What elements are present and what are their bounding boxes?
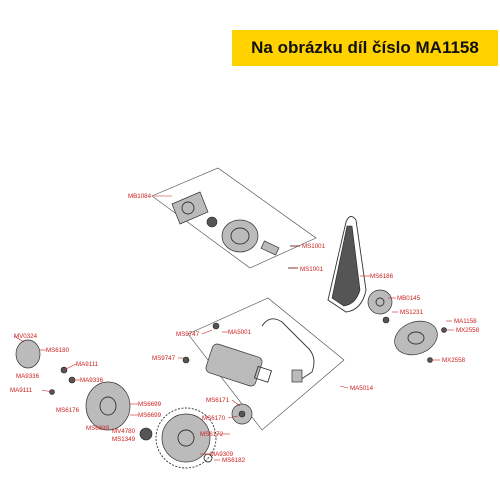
part-label: MA9309 [210,451,234,458]
part-label: MS6699 [138,401,162,408]
end-plate [15,339,41,369]
part-label: MB1084 [128,193,152,200]
part-label: MS6170 [202,415,226,422]
part-labels: MB1084 MS1001 MS1001 MS6186 MB0145 MS123… [10,193,480,464]
mount-bolt [182,356,190,364]
large-gear-hub [177,429,195,447]
part-label: MA9336 [16,373,40,380]
part-label: MA9111 [10,387,33,394]
part-label: MA1158 [454,318,477,325]
part-label: MS6171 [206,397,230,404]
clutch-plate [171,191,209,225]
clutch-gear [260,240,280,256]
cover-plate [394,320,447,363]
starter-clutch-assembly [151,167,317,269]
part-label: MS1349 [112,436,136,443]
part-label: MS6180 [46,347,70,354]
part-label: MS6186 [370,273,394,280]
leader-lines [13,195,454,461]
flywheel-hub [99,396,117,416]
group-outline-motor [187,297,345,431]
small-gear-hub [238,410,246,418]
starter-motor [205,343,263,387]
sprocket [367,289,393,315]
part-label: MS6182 [222,457,246,464]
starter-cable [261,318,315,381]
bearing [206,216,218,228]
sprocket-hole [375,297,385,307]
part-label: MS6699 [86,425,110,432]
part-label: MS6699 [138,412,162,419]
part-label: MS6176 [56,407,80,414]
bearing [139,427,153,441]
part-number-banner: Na obrázku díl číslo MA1158 [232,30,498,66]
flywheel [85,381,131,431]
group-outline-clutch [151,167,317,269]
cover-bolt [441,327,447,333]
part-label: MS1001 [300,266,324,273]
part-label: MX2558 [456,327,480,334]
cable-connector [291,369,303,383]
cover-plate-center [407,331,425,345]
large-gear [155,407,217,469]
cover-plate-body [394,320,438,356]
part-label: MB0145 [397,295,421,302]
part-label: MV0324 [14,333,38,340]
mount-bolt [212,322,220,330]
cover-bolt [427,357,433,363]
starter-motor-assembly [182,297,345,431]
sprocket-bolt [382,316,390,324]
banner-text: Na obrázku díl číslo MA1158 [251,38,479,57]
flywheel-assembly [15,339,153,441]
drive-chain [327,216,367,313]
chain-outer [327,216,367,313]
part-label: MX2558 [442,357,466,364]
chain-links [331,225,361,307]
part-label: MA9336 [80,377,104,384]
clutch-housing [221,219,259,253]
part-label: MS9747 [176,331,200,338]
part-label: MA5001 [228,329,252,336]
part-label: MS1001 [302,243,326,250]
part-label: MA9111 [76,361,99,368]
part-label: MS1231 [400,309,424,316]
starter-motor-shaft [253,365,273,383]
part-label: MA5014 [350,385,374,392]
part-label: MV4780 [112,428,136,435]
large-gear-body [161,413,211,463]
clutch-plate-hole [181,201,195,215]
clutch-hub [230,227,250,245]
part-label: MS9747 [152,355,176,362]
part-label: MS6172 [200,431,224,438]
